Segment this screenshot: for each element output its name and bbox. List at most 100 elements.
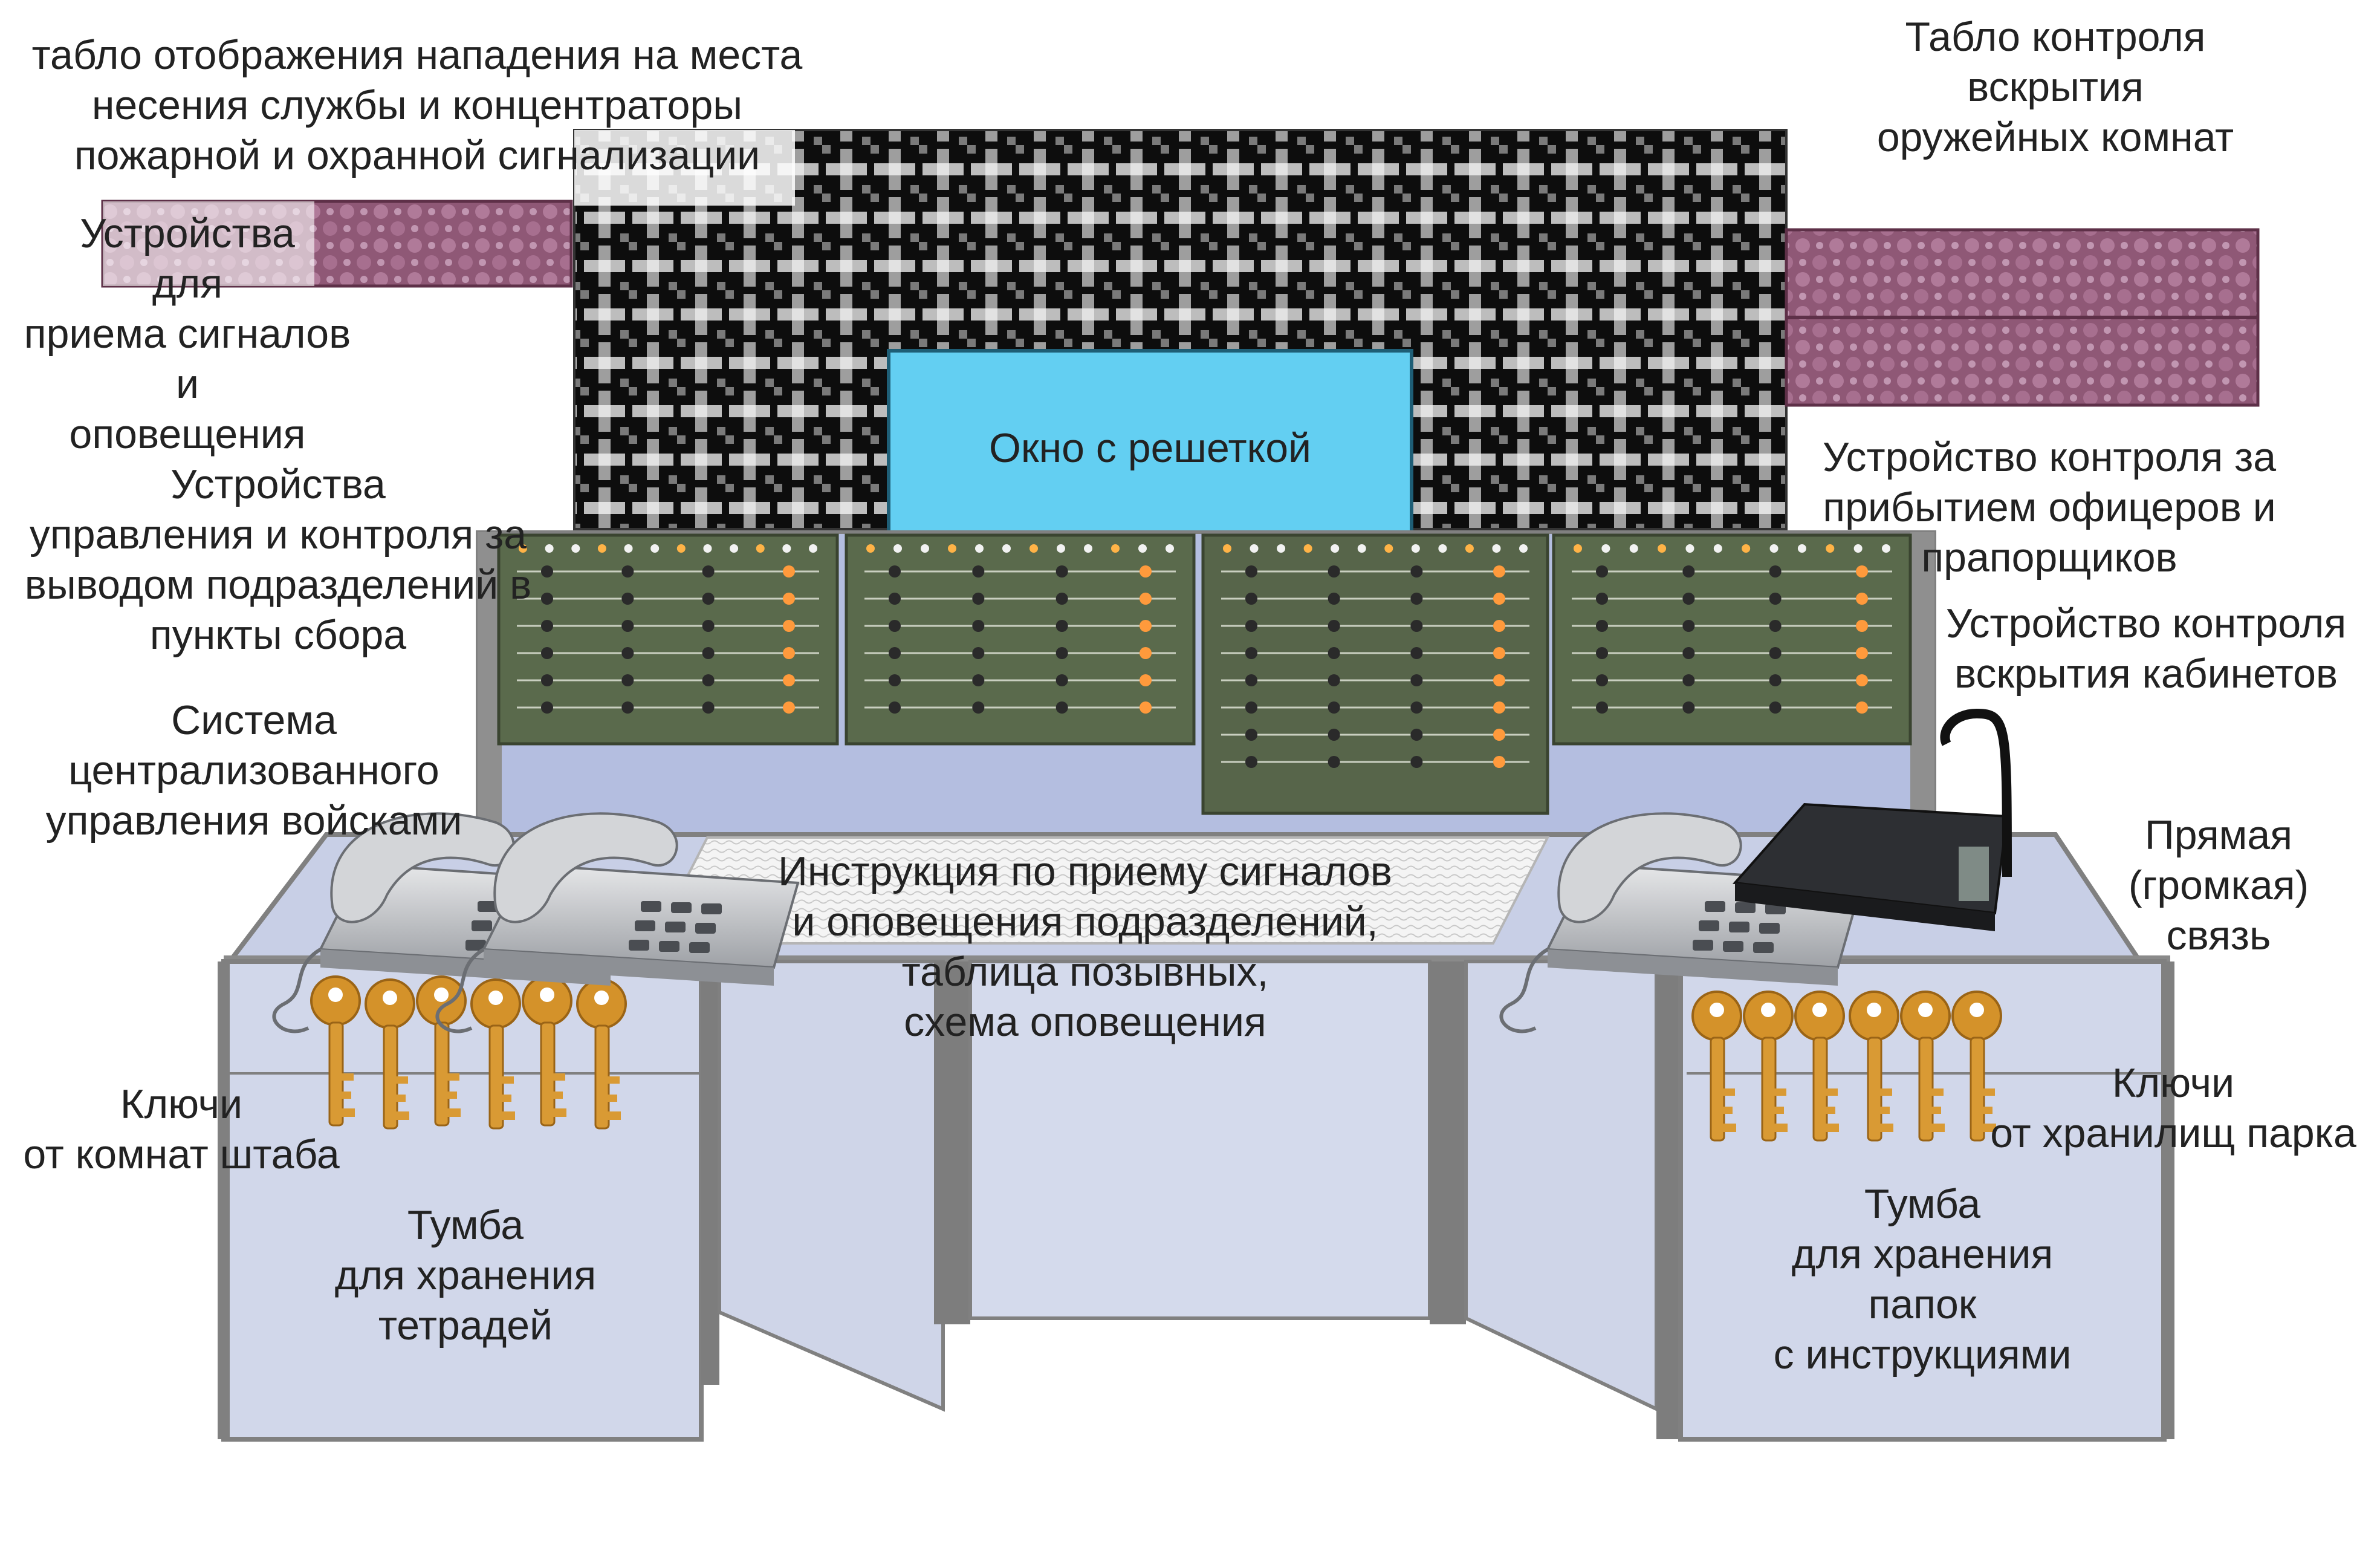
panel-knob — [972, 701, 985, 714]
panel-knob — [889, 565, 901, 578]
control-panel — [497, 533, 839, 746]
panel-knob — [972, 647, 985, 659]
panel-knob — [1769, 620, 1782, 632]
label-unit-control: Устройства управления и контроля за выво… — [24, 461, 532, 658]
label-cabinet-opening: Устройство контроля вскрытия кабинетов — [1945, 600, 2347, 697]
panel-knob — [783, 593, 795, 605]
indicator-led — [730, 544, 739, 553]
indicator-led — [948, 544, 956, 553]
panel-knob — [1596, 647, 1608, 659]
panel-knob — [1493, 756, 1505, 768]
indicator-led — [1438, 544, 1447, 553]
panel-knob — [1328, 620, 1340, 632]
panel-knob — [1140, 674, 1152, 686]
panel-knob — [1856, 701, 1868, 714]
microphone-icon — [1940, 708, 2012, 877]
panel-knob — [541, 565, 553, 578]
panel-knob — [1055, 565, 1068, 578]
panel-knob — [1682, 620, 1695, 632]
panel-knob — [1410, 756, 1423, 768]
panel-knob — [1493, 674, 1505, 686]
panel-knob — [702, 647, 715, 659]
panel-knob — [889, 674, 901, 686]
control-panels — [497, 533, 1912, 815]
indicator-led — [1658, 544, 1667, 553]
indicator-led — [1853, 544, 1863, 553]
indicator-led — [1629, 544, 1638, 553]
indicator-led — [1029, 544, 1038, 553]
panel-knob — [702, 593, 715, 605]
label-cabinet-folders: Тумба для хранения папок с инструкциями — [1773, 1181, 2072, 1378]
panel-knob — [1596, 593, 1608, 605]
indicator-led — [1574, 544, 1582, 553]
panel-knob — [541, 647, 553, 659]
panel-knob — [1856, 674, 1868, 686]
indicator-led — [1057, 544, 1065, 553]
panel-knob — [621, 701, 634, 714]
panel-knob — [972, 565, 985, 578]
indicator-led — [1303, 544, 1312, 553]
panel-knob — [1410, 647, 1423, 659]
control-panel — [845, 533, 1196, 746]
indicator-led — [782, 544, 791, 553]
label-armory-board: Табло контроля вскрытия оружейных комнат — [1876, 14, 2234, 160]
panel-knob — [1245, 647, 1257, 659]
indicator-led — [650, 544, 660, 553]
panel-knob — [1410, 701, 1423, 714]
label-keys-park: Ключи от хранилищ парка — [1990, 1060, 2356, 1156]
panel-knob — [1328, 729, 1340, 741]
panel-knob — [783, 701, 795, 714]
panel-knob — [1682, 565, 1695, 578]
panel-knob — [889, 593, 901, 605]
panel-knob — [783, 620, 795, 632]
indicator-led — [519, 544, 527, 553]
panel-knob — [1410, 620, 1423, 632]
panel-knob — [621, 593, 634, 605]
control-panel — [1552, 533, 1912, 746]
indicator-led — [1277, 544, 1286, 553]
indicator-led — [1166, 544, 1174, 553]
panel-knob — [541, 620, 553, 632]
control-panel-central — [1201, 533, 1549, 815]
panel-knob — [541, 674, 553, 686]
panel-knob — [972, 620, 985, 632]
panel-knob — [1140, 565, 1152, 578]
panel-knob — [1140, 647, 1152, 659]
panel-knob — [1769, 593, 1782, 605]
label-instructions: Инструкция по приему сигналов и оповещен… — [778, 848, 1392, 1045]
panel-knob — [783, 647, 795, 659]
panel-knob — [1328, 674, 1340, 686]
intercom-icon — [1732, 708, 2012, 931]
panel-knob — [1410, 593, 1423, 605]
panel-knob — [1493, 565, 1505, 578]
indicator-led — [624, 544, 633, 553]
panel-knob — [1245, 565, 1257, 578]
indicator-led — [809, 544, 817, 553]
panel-knob — [1856, 647, 1868, 659]
indicator-led — [1223, 544, 1231, 553]
indicator-led — [1769, 544, 1779, 553]
indicator-led — [975, 544, 984, 553]
panel-knob — [1856, 565, 1868, 578]
panel-knob — [1493, 593, 1505, 605]
label-central-command: Система централизованного управления вой… — [45, 697, 462, 844]
panel-knob — [1410, 565, 1423, 578]
panel-knob — [1055, 593, 1068, 605]
panel-knob — [702, 565, 715, 578]
indicator-led — [1331, 544, 1340, 553]
panel-knob — [1328, 701, 1340, 714]
indicator-led — [1882, 544, 1890, 553]
panel-knob — [1596, 620, 1608, 632]
panel-knob — [1856, 620, 1868, 632]
panel-knob — [1245, 701, 1257, 714]
panel-knob — [702, 620, 715, 632]
indicator-led — [1411, 544, 1420, 553]
indicator-led — [756, 544, 765, 553]
panel-knob — [972, 674, 985, 686]
panel-knob — [541, 593, 553, 605]
indicator-led — [1797, 544, 1806, 553]
panel-knob — [1410, 674, 1423, 686]
indicator-led — [545, 544, 554, 553]
panel-knob — [783, 674, 795, 686]
